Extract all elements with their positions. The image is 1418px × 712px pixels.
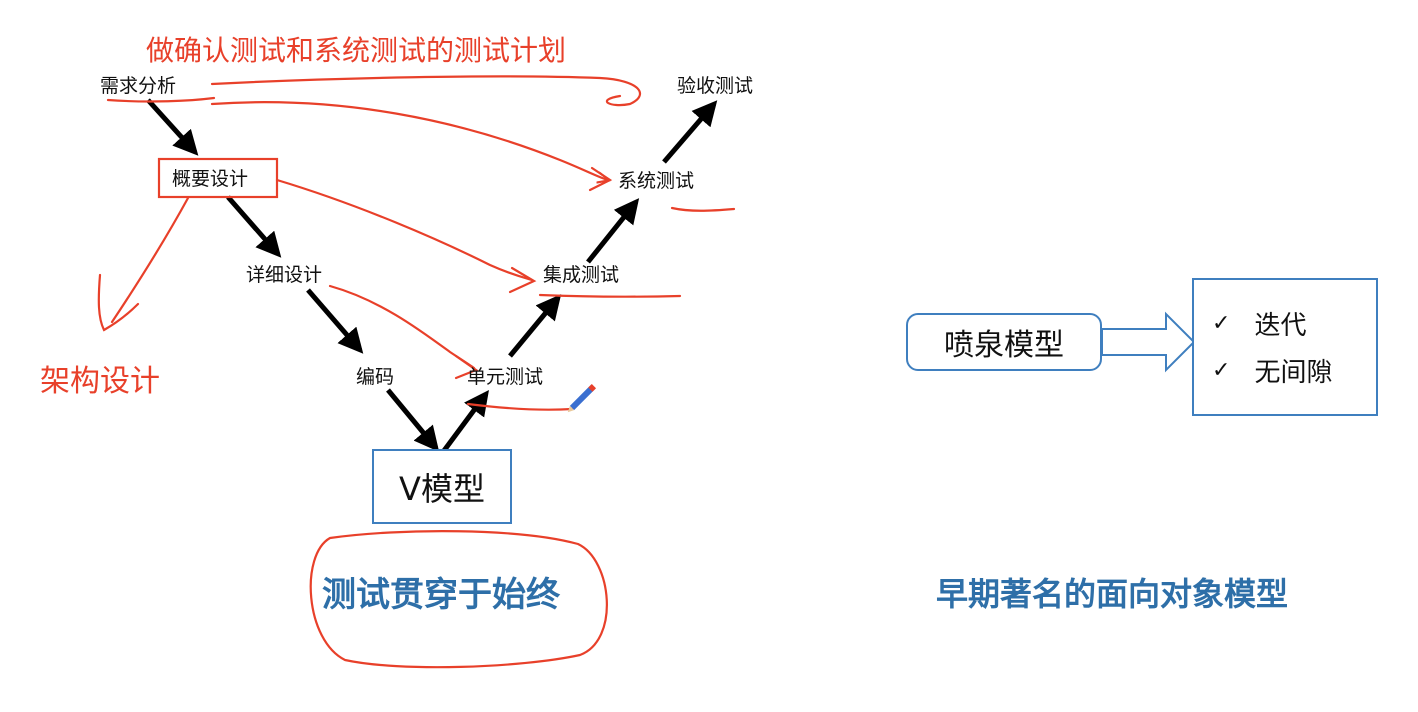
fountain-model-box: 喷泉模型 <box>906 313 1102 371</box>
underline-unit <box>466 402 574 411</box>
arrow-v-to-unit <box>440 389 489 454</box>
test-plan-note: 做确认测试和系统测试的测试计划 <box>146 34 567 67</box>
hld-box <box>157 157 279 199</box>
checkmark-icon: ✓ <box>1212 358 1231 383</box>
hook-arch <box>97 273 140 332</box>
arrow-hld-to-dd <box>226 195 282 258</box>
curve-req-to-sys <box>210 101 608 180</box>
feature-row-iteration: ✓ 迭代 <box>1212 305 1306 342</box>
arrow-sys-to-accept <box>662 100 718 164</box>
node-requirements: 需求分析 <box>100 75 177 97</box>
pencil-cursor-icon <box>567 383 597 413</box>
fountain-caption: 早期著名的面向对象模型 <box>936 575 1289 613</box>
curve-dd-to-unit <box>328 284 476 370</box>
node-coding: 编码 <box>356 366 395 388</box>
node-system-test: 系统测试 <box>618 170 695 192</box>
underline-sys <box>670 206 736 212</box>
feature-seamless: 无间隙 <box>1254 358 1333 388</box>
red-annotations <box>97 75 736 669</box>
curve-hld-to-arch <box>110 196 190 324</box>
node-integration-test: 集成测试 <box>543 264 620 286</box>
hook-sys <box>588 166 613 192</box>
curve-hld-to-integ <box>275 178 534 282</box>
node-high-level-design: 概要设计 <box>172 168 249 190</box>
curve-req-to-accept <box>210 75 642 107</box>
node-unit-test: 单元测试 <box>467 366 544 388</box>
arrow-code-to-v <box>386 388 440 452</box>
arrow-req-to-hld <box>146 98 199 156</box>
node-detailed-design: 详细设计 <box>246 264 323 286</box>
feature-iteration: 迭代 <box>1254 311 1307 341</box>
underline-integ <box>538 293 682 298</box>
fountain-arrow <box>1101 311 1196 373</box>
circle-testing-throughout <box>309 530 608 669</box>
testing-throughout-title: 测试贯穿于始终 <box>322 575 560 615</box>
arrow-dd-to-code <box>306 288 364 354</box>
fountain-model-label: 喷泉模型 <box>944 328 1064 363</box>
v-model-label: V模型 <box>399 469 485 508</box>
fountain-features-box: ✓ 迭代 ✓ 无间隙 <box>1192 278 1378 416</box>
architecture-note: 架构设计 <box>40 364 160 399</box>
hook-unit <box>454 354 479 380</box>
underline-req <box>106 96 216 103</box>
arrow-unit-to-integ <box>508 294 562 358</box>
v-model-box: V模型 <box>372 449 512 524</box>
arrow-integ-to-sys <box>586 198 640 264</box>
checkmark-icon: ✓ <box>1212 311 1231 336</box>
feature-row-seamless: ✓ 无间隙 <box>1212 352 1332 389</box>
node-acceptance-test: 验收测试 <box>677 75 754 97</box>
hook-integ <box>508 266 537 294</box>
